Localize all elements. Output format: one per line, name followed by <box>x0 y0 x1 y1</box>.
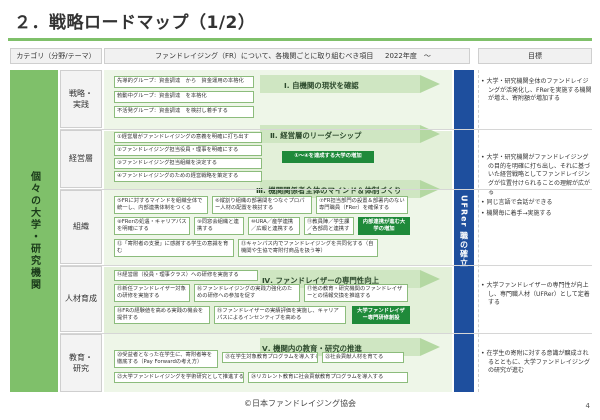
box-e4: ㉓大学ファンドレイジングを学術研究として推進する <box>114 372 244 383</box>
box-h3: ⑯ファンドレイジングの実践力強化のための研修への参加を促す <box>194 284 300 302</box>
row-separator <box>60 129 592 130</box>
left-vertical-bar: 個々の大学・研究機関 <box>10 70 58 392</box>
category-hr: 人材育成 <box>60 266 102 332</box>
box-e2: ㉑在学生対象教育プログラムを導入する <box>222 352 318 363</box>
arrow-head-4 <box>420 270 440 288</box>
box-m-result: ①～④を達成する大学の増加 <box>282 151 374 163</box>
box-o2: ⑥縦割り組織の部署間をつなぐプロパー人材の配置を検討する <box>212 196 312 214</box>
box-h2: ⑮新任ファンドレイザー対象の研修を実施する <box>114 284 190 302</box>
box-h-result: 大学ファンドレイザー専門研修創設 <box>352 306 410 324</box>
copyright-footer: ©日本ファンドレイジング協会 <box>244 399 356 408</box>
goal-1-1: • 大学・研究機関全体のファンドレイジングが活発化し、FRerを実施する機関が増… <box>481 78 592 103</box>
box-h4: ⑰他の教育・研究機関のファンドレイザーとの情報交換を推進する <box>304 284 408 302</box>
box-e3: ㉒社会貢献人材を育てる <box>322 352 404 363</box>
box-o5: ⑨同窓会組織と連携する <box>194 217 244 235</box>
left-bar-label: 個々の大学・研究機関 <box>28 171 40 291</box>
box-o6: ⑩URA／産学連携／広報と連携する <box>248 217 300 235</box>
box-o-result: 内部連携が進む大学の増加 <box>358 217 410 235</box>
goal-block-1: • 大学・研究機関全体のファンドレイジングが活発化し、FRerを実施する機関が増… <box>481 78 593 106</box>
row-separator <box>60 189 592 190</box>
goal-2-2: • 同じ言語で会話ができる <box>481 199 553 207</box>
box-o9: ⑬キャンパス内でファンドレイジングを共同化する（自機関や生協で寄附付商品を扱う等… <box>238 239 378 257</box>
theme-4: Ⅳ. ファンドレイザーの専門性向上 <box>262 276 379 285</box>
box-s1: 先導的グループ：資金調達 から 資金運用の本格化 <box>114 76 254 88</box>
goal-2-3: • 機関毎に着手→実施する <box>481 210 552 218</box>
ufrer-vertical-bar: UFRer 職の確立 <box>454 70 474 392</box>
theme-1: Ⅰ. 自機関の現状を確認 <box>284 81 359 90</box>
arrow-head-5 <box>420 338 440 356</box>
box-h5: ⑱FRの経験値を高める実践の機会を提供する <box>114 306 210 324</box>
header-year: 2022年度 ～ <box>385 52 431 60</box>
header-description-text: ファンドレイジング（FR）について、各機関ごとに取り組むべき項目 <box>155 52 374 60</box>
category-education: 教育・ 研究 <box>60 334 102 392</box>
ufrer-bar-label: UFRer 職の確立 <box>459 194 469 268</box>
header-description: ファンドレイジング（FR）について、各機関ごとに取り組むべき項目 2022年度 … <box>104 48 470 64</box>
goal-block-3: • 大学ファンドレイザーの専門性が向上し、専門職人材（UFRer）として定着する <box>481 282 593 310</box>
box-o3: ⑦FR担当部門の設置＆部署内のない専門職員（FRer）を確保する <box>316 196 408 214</box>
header-category: カテゴリ（分野/テーマ） <box>10 48 102 64</box>
goal-block-2: • 大学・研究機関がファンドレイジングの目的を明確に打ち出し、それに基づいた経営… <box>481 154 593 221</box>
box-m1: ①経営層がファンドレイジングの意義を明確に打ち出す <box>114 132 262 143</box>
arrow-shaft-1 <box>260 75 420 93</box>
page-number: 4 <box>585 402 590 410</box>
box-s3: 不活発グループ：資金調達 を検討し着手する <box>114 106 254 118</box>
goals-column: • 大学・研究機関全体のファンドレイジングが活発化し、FRerを実施する機関が増… <box>478 70 592 392</box>
box-o8: ⑫「寄附者の支援」に感謝する学生の意識を育む <box>114 239 234 257</box>
arrow-head-2 <box>420 125 440 143</box>
goal-3-1: • 大学ファンドレイザーの専門性が向上し、専門職人材（UFRer）として定着する <box>481 282 590 307</box>
theme-5: Ⅴ. 機関内の教育・研究の推進 <box>262 344 362 353</box>
box-o7: ⑪教員陣／学生課／各部局と連携する <box>304 217 354 235</box>
arrow-shaft-4 <box>260 270 420 288</box>
box-s2: 勃動中グループ：資金調達 を本格化 <box>114 91 254 103</box>
theme-3: Ⅲ. 機関関係者全体のマインド＆体制づくり <box>256 186 402 195</box>
box-m4: ④ファンドレイジングのための経営戦略を策定する <box>114 171 262 182</box>
page-title: ２．戦略ロードマップ（1/2） <box>14 13 256 33</box>
theme-2: Ⅱ. 経営層のリーダーシップ <box>270 131 362 140</box>
box-o1: ⑤FRに対するマインドを組織全体で統一し、内部連携体制をつくる <box>114 196 208 214</box>
goal-2-1: • 大学・研究機関がファンドレイジングの目的を明確に打ち出し、それに基づいた経営… <box>481 154 591 196</box>
box-o4: ⑧FRerの処遇・キャリアパスを明確にする <box>114 217 190 235</box>
category-strategy: 戦略・ 実践 <box>60 70 102 128</box>
box-h6: ⑲ファンドレイザーの実績評価を実施し、キャリアパスによるインセンティブを高める <box>214 306 346 324</box>
goal-4-1: • 在学生の寄附に対する意識が醸成されるとともに、大学ファンドレイジングの研究が… <box>481 350 590 375</box>
row-separator <box>60 265 592 266</box>
header-goal: 目標 <box>478 48 592 64</box>
category-management: 経営層 <box>60 130 102 188</box>
box-e1: ⑳受益者となった在学生に、寄附者等を徹底する（Pay Forwardの考え方） <box>114 350 218 368</box>
box-m3: ③ファンドレイジング担当組織を決定する <box>114 158 262 169</box>
box-h1: ⑭経営層（役員・理事クラス）への研修を実施する <box>114 270 258 281</box>
category-organization: 組織 <box>60 190 102 264</box>
box-e5: ㉔リカレント教育に社会貢献教育プログラムを導入する <box>248 372 408 383</box>
box-m2: ②ファンドレイジング担当役員・理事を明確にする <box>114 145 262 156</box>
arrow-head-1 <box>420 75 440 93</box>
title-underline <box>8 38 592 41</box>
row-separator <box>60 333 592 334</box>
arrow-shaft-5 <box>260 338 420 356</box>
goal-block-4: • 在学生の寄附に対する意識が醸成されるとともに、大学ファンドレイジングの研究が… <box>481 350 593 378</box>
